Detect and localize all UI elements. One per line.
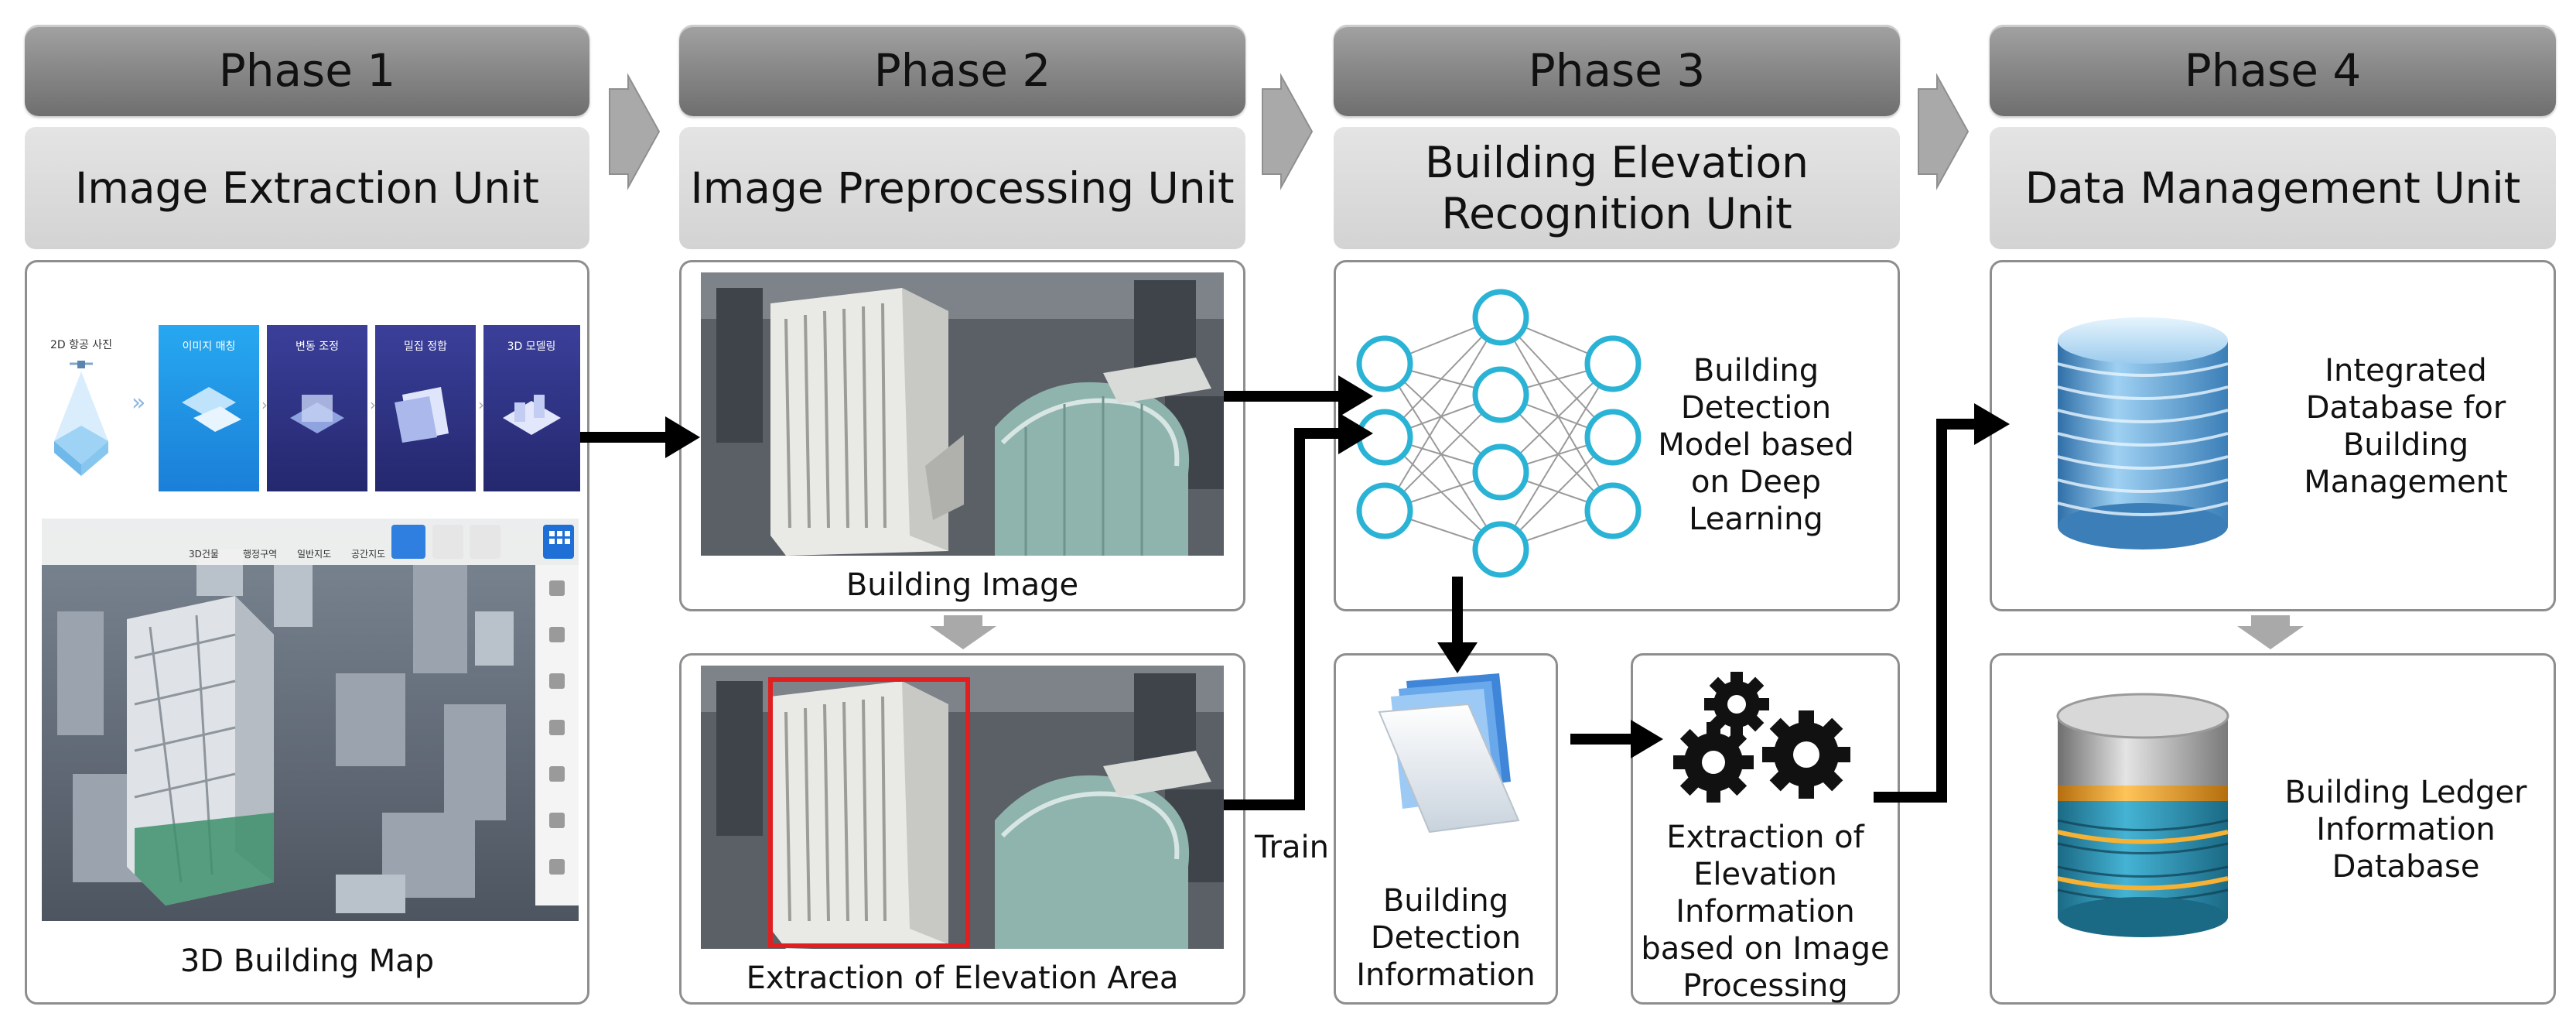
phase-4-unit: Data Management Unit (1990, 127, 2556, 249)
workflow-step-3-label: 밀집 정합 (404, 341, 447, 353)
workflow-step-3: 밀집 정합 (375, 325, 476, 491)
building-photo (701, 272, 1224, 556)
train-label: Train (1254, 830, 1329, 865)
workflow-illustration: 2D 항공 사진 » 이미지 매칭 › 변동 조정 › 밀집 정합 › 3D 모… (50, 325, 580, 491)
workflow-step-4-label: 3D 모델링 (507, 341, 556, 353)
workflow-step-2-label: 변동 조정 (296, 341, 339, 353)
building-image-caption: Building Image (846, 567, 1079, 603)
elevation-photo (701, 666, 1224, 949)
map-tab-2: 행정구역 (243, 548, 277, 560)
elevation-highlight-box (768, 677, 970, 948)
folder-icon (1378, 673, 1520, 834)
workflow-source-label: 2D 항공 사진 (50, 339, 112, 351)
down-arrow-icon (2237, 615, 2304, 649)
drone-icon: 2D 항공 사진 (50, 339, 112, 476)
detection-info-caption: Building Detection Information (1356, 883, 1536, 993)
workflow-step-2: 변동 조정 (267, 325, 367, 491)
model-caption: Building Detection Model based on Deep L… (1658, 353, 1854, 537)
processing-box (1631, 653, 1900, 1005)
map-tab-1: 3D건물 (189, 549, 219, 560)
svg-text:›: › (478, 395, 484, 414)
dome-building (995, 358, 1211, 556)
svg-text:›: › (261, 395, 268, 414)
map-tab-3: 일반지도 (297, 549, 331, 560)
tower-building (127, 596, 274, 905)
right-arrow-icon (609, 73, 661, 190)
integrated-db-caption: Integrated Database for Building Managem… (2304, 353, 2508, 500)
phase-2-unit: Image Preprocessing Unit (679, 127, 1245, 249)
ledger-db-caption: Building Ledger Information Database (2284, 775, 2527, 885)
ledger-database-icon (2056, 693, 2229, 937)
down-arrow-icon (930, 615, 996, 649)
right-arrow-icon (1262, 73, 1314, 190)
neural-network-icon (1356, 289, 1642, 578)
phase-1-header: Phase 1 (25, 25, 589, 116)
phase-2-header: Phase 2 (679, 25, 1245, 116)
map-caption: 3D Building Map (179, 943, 435, 979)
workflow-step-1-label: 이미지 매칭 (183, 341, 236, 353)
extraction-caption: Extraction of Elevation Area (746, 960, 1179, 996)
right-arrow-icon (1918, 73, 1970, 190)
processing-caption: Extraction of Elevation Information base… (1641, 820, 1890, 1004)
phase-1-unit: Image Extraction Unit (25, 127, 589, 249)
layers-button[interactable] (391, 525, 425, 559)
workflow-step-1: 이미지 매칭 (159, 325, 259, 491)
database-icon (2057, 317, 2229, 549)
svg-text:›: › (370, 395, 376, 414)
phase-3-unit: Building Elevation Recognition Unit (1334, 127, 1900, 249)
svg-text:»: » (132, 389, 145, 416)
workflow-step-4: 3D 모델링 (483, 325, 580, 491)
phase-4-header: Phase 4 (1990, 25, 2556, 116)
gears-icon (1673, 672, 1850, 803)
map-tab-4: 공간지도 (351, 549, 385, 560)
map-screenshot: 3D건물 행정구역 일반지도 공간지도 (42, 519, 579, 921)
phase-3-header: Phase 3 (1334, 25, 1900, 116)
